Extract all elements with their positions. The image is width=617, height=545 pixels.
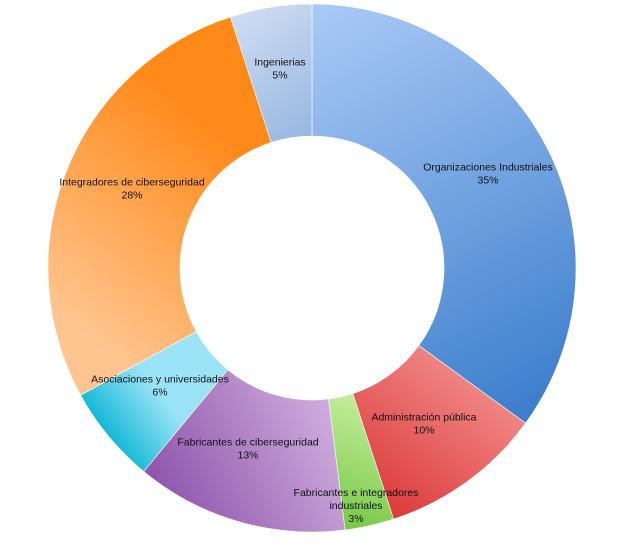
slice-percent-label: 10%	[413, 425, 434, 437]
slice-label-text: Ingenierias	[254, 57, 305, 69]
slice-label-text: Asociaciones y universidades	[91, 374, 229, 386]
slice-label-text: Integradores de ciberseguridad	[59, 177, 205, 189]
slice-percent-label: 6%	[152, 387, 167, 399]
slice-organizaciones-industriales	[311, 3, 577, 424]
slice-percent-label: 35%	[477, 175, 498, 187]
slice-label-text: Organizaciones Industriales	[423, 162, 553, 174]
slice-percent-label: 13%	[237, 450, 258, 462]
slice-ingenierias	[230, 3, 313, 143]
slice-percent-label: 5%	[272, 70, 287, 82]
slice-integradores-de-ciberseguridad	[47, 16, 272, 396]
slice-label-text: industriales	[329, 500, 382, 512]
slice-label-text: Fabricantes e integradores	[294, 487, 419, 499]
slice-percent-label: 3%	[348, 513, 363, 525]
slice-label-text: Administración pública	[371, 412, 476, 424]
slice-label-text: Fabricantes de ciberseguridad	[177, 437, 318, 449]
slice-percent-label: 28%	[121, 190, 142, 202]
slices-layer	[47, 3, 577, 533]
